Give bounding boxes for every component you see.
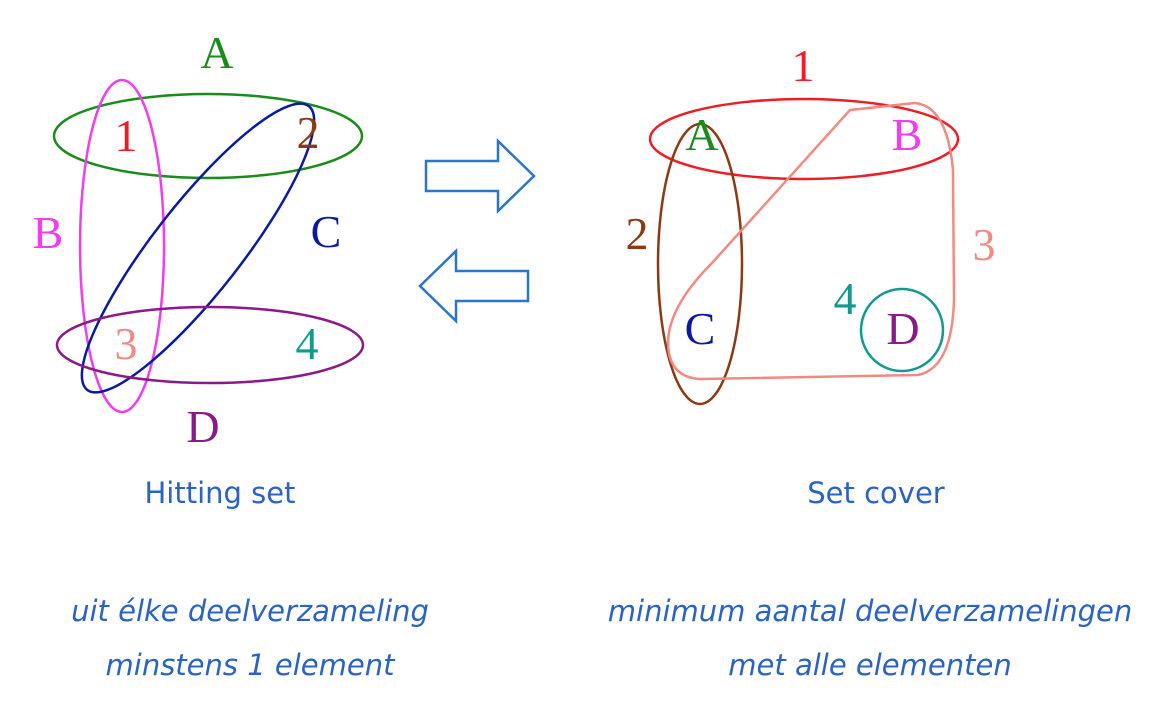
hitting-set-diagram: A B C D 1 2 3 4 [33,27,365,452]
set-cover-title: Set cover [807,476,945,510]
set-d-ellipse [55,305,365,385]
set-3-label: 3 [973,219,996,270]
set-2-ellipse [656,122,744,406]
set-cover-description-line1: minimum aantal deelverzamelingen [607,594,1133,628]
set-4-label: 4 [834,273,857,324]
set-a-ellipse [52,92,364,180]
set-2-label: 2 [626,208,649,259]
set-cover-diagram: 1 2 3 4 A B C D [626,40,996,406]
set-a-label: A [200,27,233,78]
hitting-set-description-line2: minstens 1 element [105,648,395,682]
hitting-set-description-line1: uit élke deelverzameling [71,594,429,628]
element-4-label: 4 [296,318,319,369]
set-d-label: D [186,401,219,452]
set-c-label: C [311,206,342,257]
element-a-label: A [685,109,718,160]
set-3-shape [666,101,956,381]
set-1-ellipse [648,97,960,181]
element-b-label: B [892,109,923,160]
element-d-label: D [886,303,919,354]
set-1-label: 1 [792,40,815,91]
arrow-right-icon [424,138,536,214]
hitting-set-description: uit élke deelverzameling minstens 1 elem… [40,584,460,692]
element-3-label: 3 [115,318,138,369]
set-b-ellipse [78,78,166,414]
set-cover-description-line2: met alle elementen [728,648,1012,682]
set-cover-description: minimum aantal deelverzamelingen met all… [590,584,1150,692]
element-2-label: 2 [297,107,320,158]
set-b-label: B [33,207,64,258]
element-1-label: 1 [115,110,138,161]
hitting-set-title: Hitting set [144,476,296,510]
arrow-left-icon [418,248,530,324]
set-c-ellipse [80,102,316,394]
set-4-circle [859,287,945,373]
element-c-label: C [685,303,716,354]
